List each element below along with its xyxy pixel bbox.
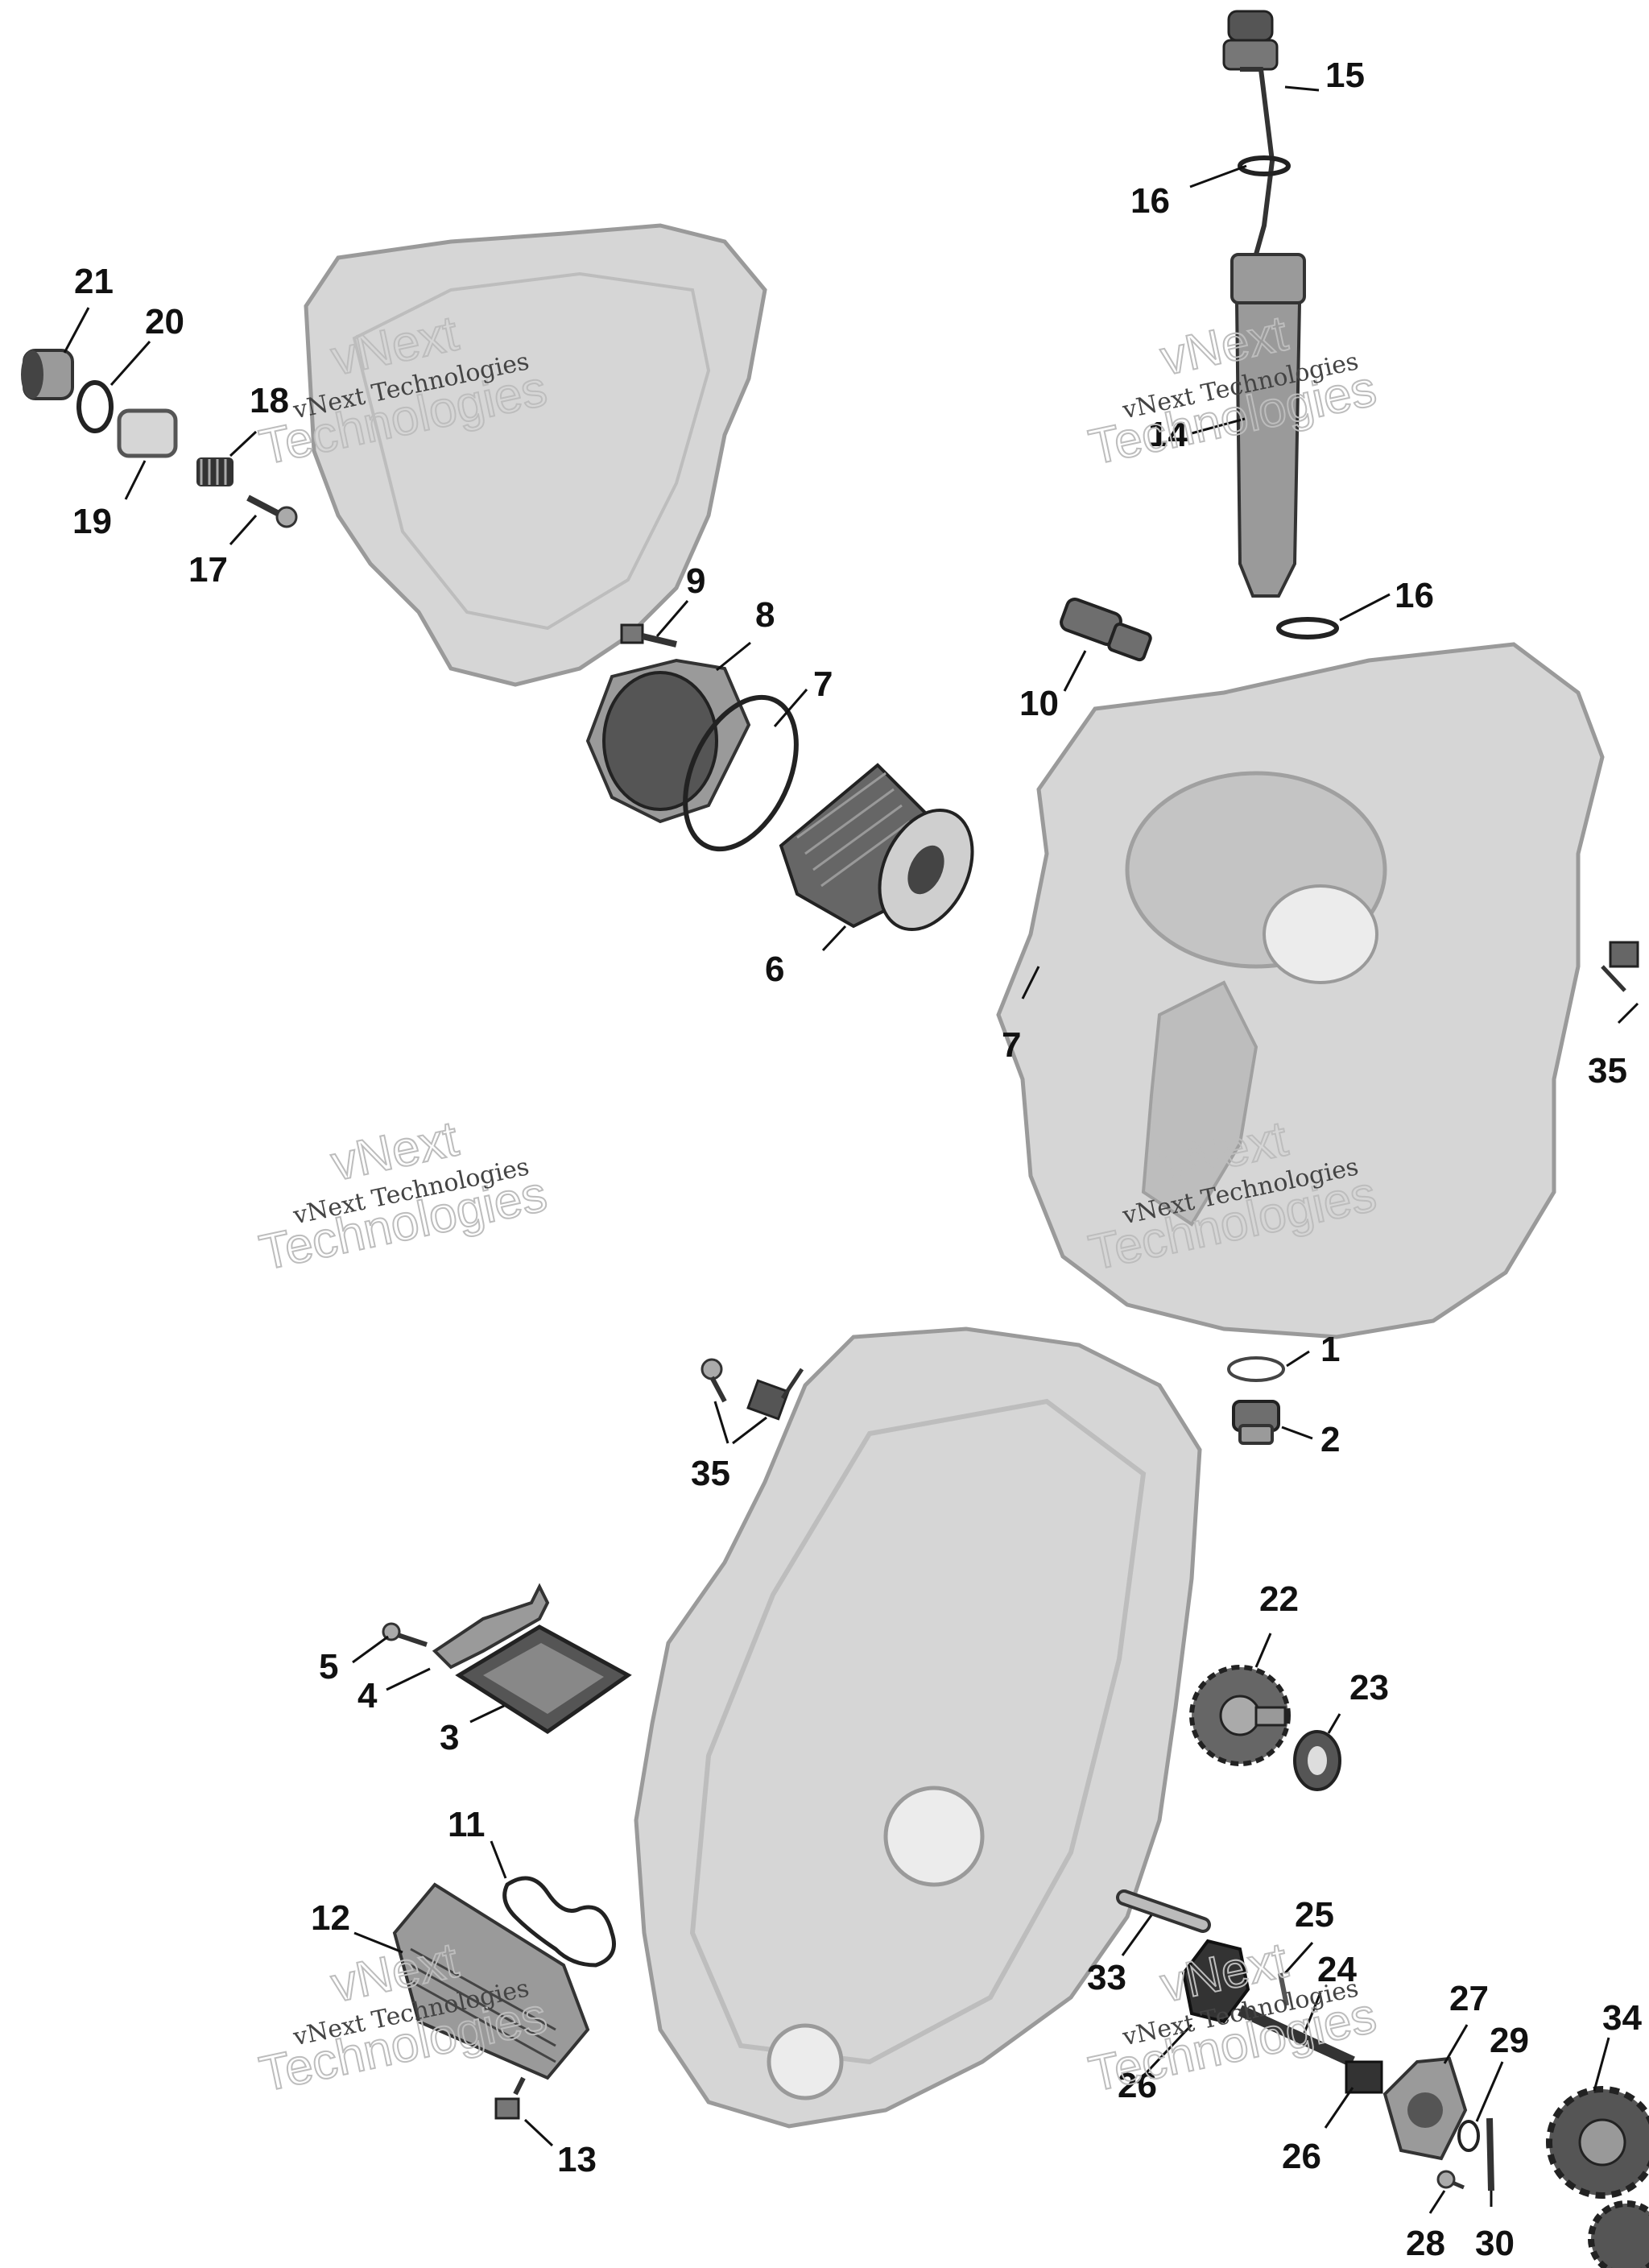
part-6-oil-filter	[779, 763, 974, 932]
part-8-filter-cover	[585, 658, 751, 824]
right-crankcase-half	[996, 642, 1605, 1339]
callout-2: 2	[1320, 1420, 1340, 1459]
callout-22: 22	[1259, 1579, 1299, 1619]
part-7-filter-o-ring	[683, 694, 799, 852]
callout-5: 5	[319, 1647, 338, 1687]
callout-15: 15	[1325, 56, 1365, 95]
part-24-shaft	[1238, 2005, 1355, 2067]
lower-left-crankcase-half	[634, 1326, 1202, 2129]
callout-7-housing: 7	[1002, 1025, 1021, 1065]
part-15-dipstick-cap	[1222, 10, 1279, 267]
callout-10: 10	[1019, 684, 1059, 723]
part-4-bracket	[432, 1583, 550, 1670]
callout-labels: 1 2 3 4 5 6 7 7 8 9 10 11 12 13 14 15 16…	[72, 56, 1642, 2263]
callout-13: 13	[557, 2140, 597, 2179]
part-5-bolt	[382, 1622, 428, 1647]
part-10-sensor	[1060, 598, 1152, 662]
callout-29: 29	[1490, 2021, 1529, 2060]
upper-left-cover-housing	[304, 223, 767, 687]
part-16-upper-o-ring	[1238, 155, 1291, 176]
part-33-pin	[1116, 1889, 1211, 1933]
part-14-dipstick-tube	[1230, 253, 1306, 598]
callout-33: 33	[1087, 1958, 1126, 1997]
callout-16-lower: 16	[1395, 576, 1434, 615]
callout-30: 30	[1475, 2224, 1515, 2263]
part-35-right-bracket	[1601, 941, 1639, 992]
callout-7-filter-ring: 7	[813, 664, 833, 704]
callout-26-right: 26	[1282, 2137, 1321, 2176]
watermark-2: vNext Technologies vNext Technologies	[1084, 304, 1382, 476]
part-16-lower-o-ring	[1276, 617, 1339, 639]
callout-4: 4	[357, 1676, 378, 1715]
part-29-o-ring	[1457, 2120, 1480, 2152]
callout-17: 17	[188, 550, 228, 590]
part-23-seal	[1293, 1730, 1341, 1791]
callout-9: 9	[686, 561, 705, 601]
part-11-gasket	[502, 1876, 616, 1968]
part-28-screw	[1436, 2170, 1465, 2190]
part-1-drain-o-ring	[1227, 1356, 1285, 1382]
part-13-bolt	[494, 2076, 526, 2120]
callout-14: 14	[1148, 415, 1188, 454]
callout-24: 24	[1317, 1950, 1357, 1989]
part-18-spring	[196, 457, 234, 486]
part-17-valve	[246, 495, 298, 528]
part-19-sleeve	[117, 408, 178, 458]
part-25-pin	[1278, 1972, 1289, 2006]
part-27-pump-cover	[1382, 2056, 1468, 2161]
callout-1: 1	[1320, 1330, 1340, 1369]
callout-23: 23	[1349, 1668, 1389, 1707]
part-22-gear	[1189, 1665, 1291, 1766]
callout-12: 12	[311, 1898, 350, 1938]
watermark-6: vNext Technologies vNext Technologies	[1084, 1931, 1382, 2103]
callout-16-upper: 16	[1130, 181, 1170, 221]
part-21-plug	[21, 349, 74, 400]
callout-20: 20	[145, 302, 184, 341]
part-34-gear	[1546, 2086, 1649, 2268]
callout-25: 25	[1295, 1895, 1334, 1935]
part-30-pin	[1486, 2117, 1494, 2191]
callout-28: 28	[1406, 2224, 1445, 2263]
callout-21: 21	[74, 262, 114, 301]
callout-19: 19	[72, 502, 112, 541]
callout-26-left: 26	[1118, 2066, 1157, 2105]
watermark-3: vNext Technologies vNext Technologies	[254, 1110, 552, 1281]
callout-8: 8	[755, 595, 775, 635]
callout-11: 11	[448, 1805, 486, 1844]
callout-3: 3	[440, 1718, 459, 1757]
part-3-screen	[455, 1624, 632, 1735]
callout-34: 34	[1602, 1998, 1642, 2038]
part-35-left-bracket	[701, 1358, 804, 1421]
part-26-rotor-left	[1181, 1939, 1250, 2024]
callout-18: 18	[250, 381, 289, 420]
callout-35-left: 35	[691, 1454, 730, 1493]
part-20-o-ring	[76, 380, 114, 433]
part-9-bolt	[620, 623, 677, 648]
callout-35-right: 35	[1588, 1051, 1627, 1091]
callout-27: 27	[1449, 1979, 1489, 2018]
part-2-drain-plug	[1232, 1400, 1280, 1445]
part-12-oil-cooler	[392, 1882, 590, 2080]
leader-lines	[63, 85, 1639, 2214]
callout-6: 6	[765, 950, 784, 989]
